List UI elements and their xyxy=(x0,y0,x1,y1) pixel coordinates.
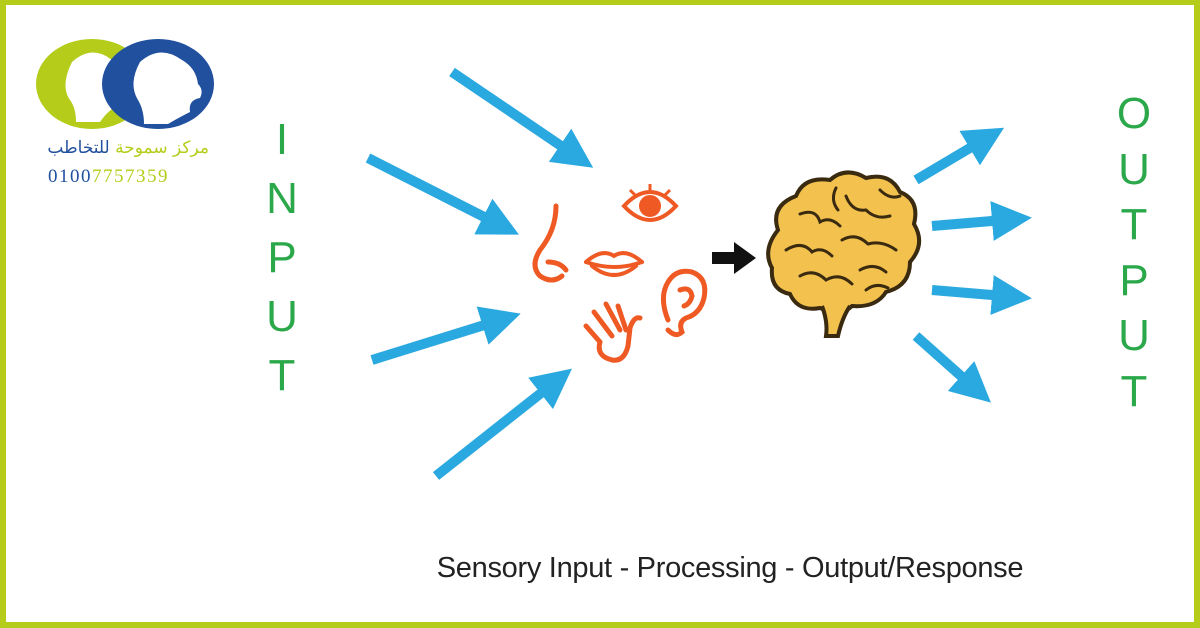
hand-icon xyxy=(583,301,643,363)
logo-phone-green: 7757359 xyxy=(92,166,169,187)
input-arrow xyxy=(432,368,572,480)
input-letter: T xyxy=(268,351,296,400)
logo-name: مركز سموحة للتخاطب xyxy=(34,138,209,158)
nose-icon xyxy=(532,203,569,283)
input-arrow xyxy=(449,67,594,168)
logo xyxy=(30,32,220,192)
brain-icon xyxy=(766,170,922,338)
output-arrows xyxy=(912,127,1032,403)
output-letter: U xyxy=(1118,144,1150,194)
output-arrow xyxy=(913,127,1005,185)
input-vertical-word: I N P U T xyxy=(256,118,308,413)
output-vertical-word: O U T P U T xyxy=(1108,92,1160,425)
ear-icon xyxy=(660,268,708,338)
output-arrow xyxy=(931,275,1032,315)
logo-name-blue: للتخاطب xyxy=(47,138,110,158)
output-letter: T xyxy=(1120,366,1148,416)
output-letter: U xyxy=(1118,311,1150,360)
logo-heads-icon xyxy=(36,39,214,129)
processing-arrow-icon xyxy=(712,242,756,274)
input-letter: I xyxy=(275,115,289,164)
logo-phone: 01007757359 xyxy=(48,166,169,188)
diagram-caption: Sensory Input - Processing - Output/Resp… xyxy=(436,552,1024,584)
output-arrow xyxy=(931,201,1032,241)
input-arrows xyxy=(365,67,594,480)
output-letter: T xyxy=(1120,200,1148,249)
logo-phone-blue: 0100 xyxy=(48,166,92,187)
output-letter: O xyxy=(1116,89,1152,138)
logo-name-green: مركز سموحة xyxy=(115,138,209,158)
output-letter: P xyxy=(1119,255,1149,305)
output-arrow xyxy=(912,332,991,403)
eye-icon xyxy=(621,184,679,222)
input-letter: N xyxy=(266,174,298,223)
input-letter: U xyxy=(266,292,298,341)
input-arrow xyxy=(365,153,519,235)
input-arrow xyxy=(370,306,521,365)
mouth-icon xyxy=(584,251,644,277)
input-letter: P xyxy=(267,233,297,282)
